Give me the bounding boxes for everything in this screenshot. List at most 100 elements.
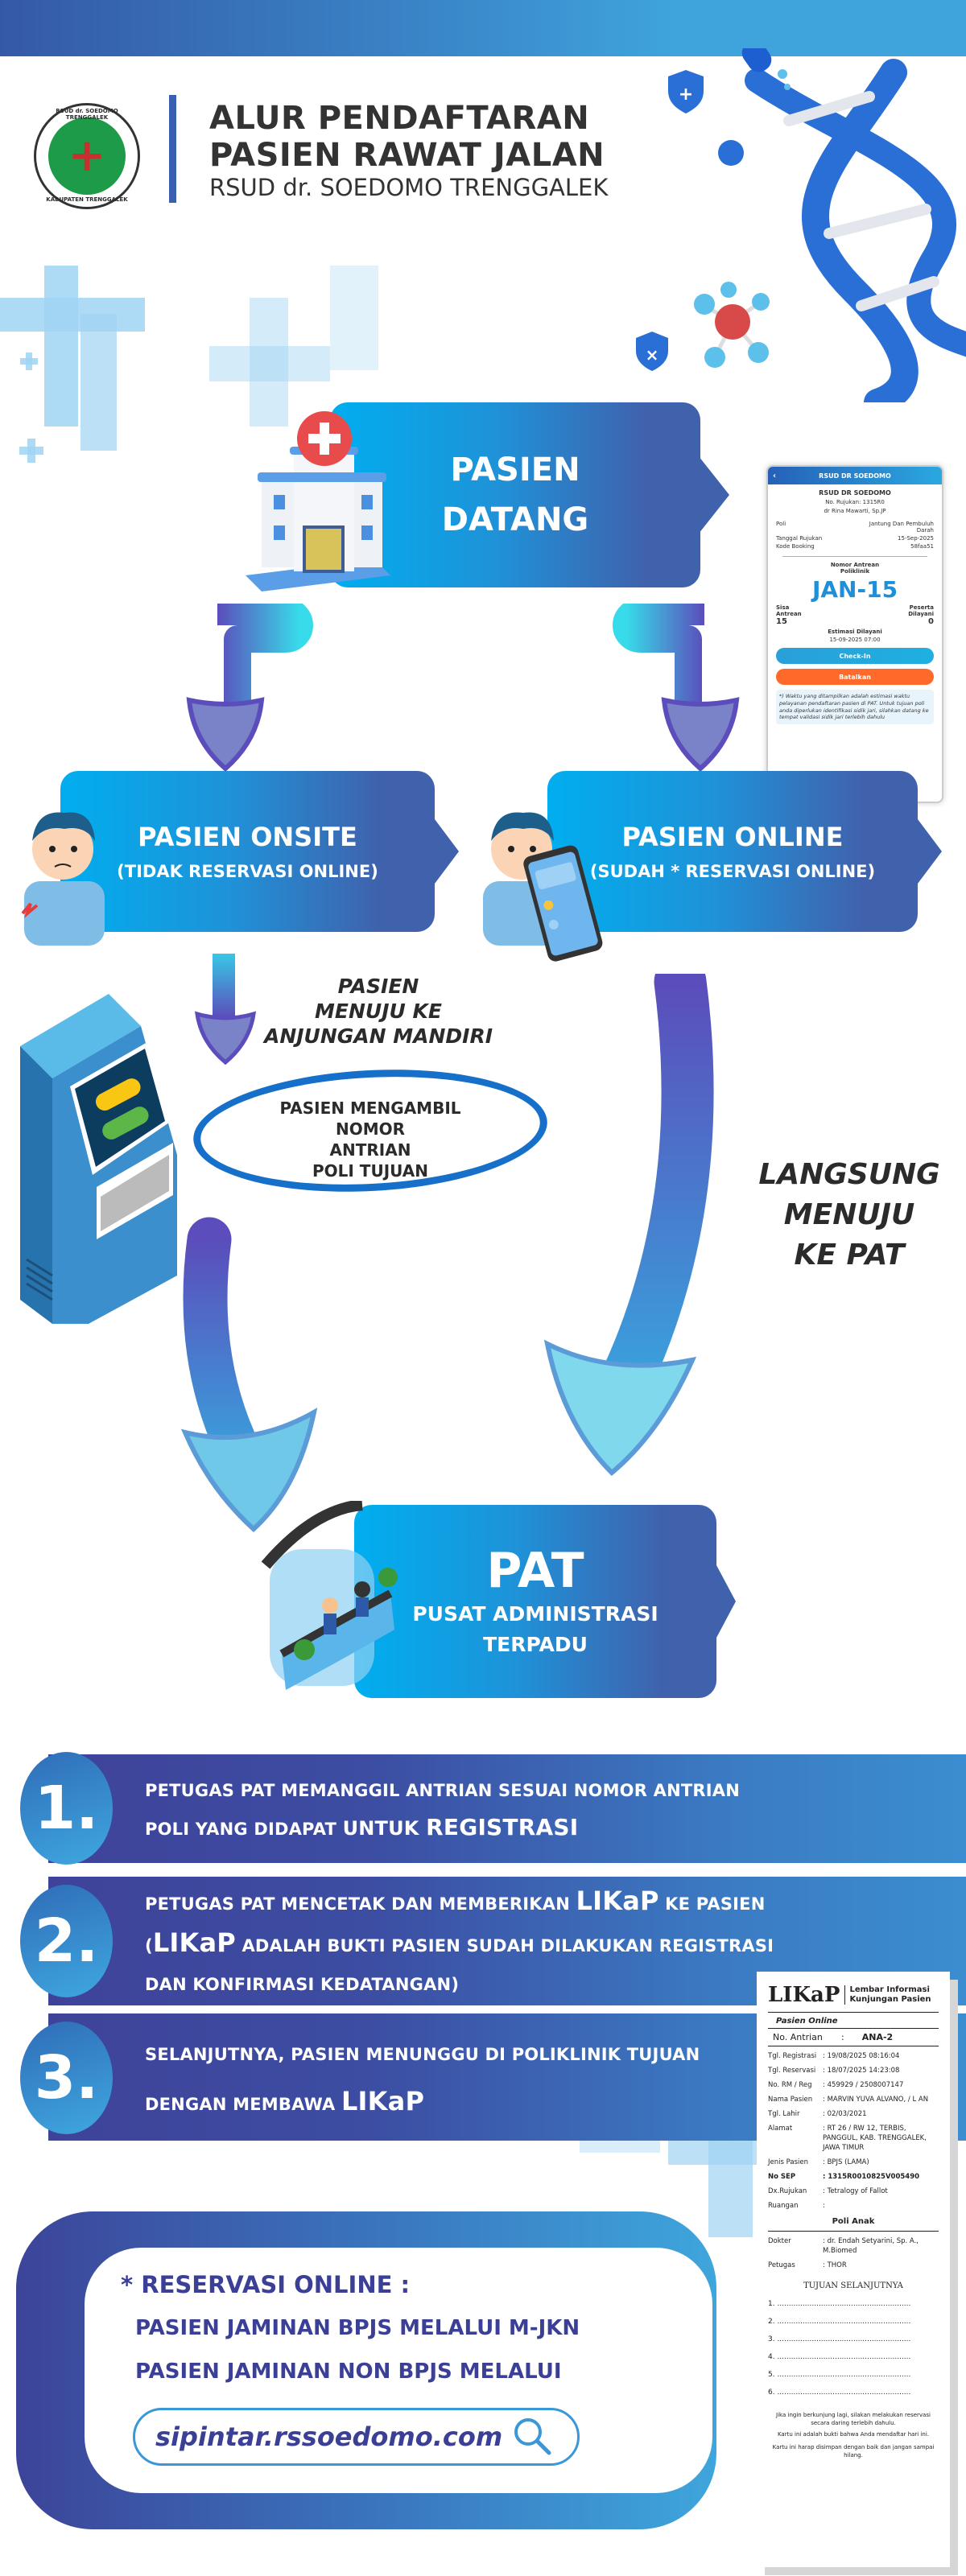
step-number: 2.	[20, 1885, 113, 1997]
likap-field-label: Tgl. Lahir	[768, 2110, 800, 2118]
estimasi-value: 15-09-2025 07:00	[829, 637, 881, 643]
step-2-paren: (	[145, 1936, 153, 1956]
sisa-value: 15	[776, 617, 787, 626]
shield-icon: ×	[636, 332, 668, 371]
likap-subtitle1: Lembar Informasi	[849, 1985, 930, 1994]
cancel-button[interactable]: Batalkan	[776, 669, 934, 685]
step-1-line1: PETUGAS PAT MEMANGGIL ANTRIAN SESUAI NOM…	[145, 1781, 740, 1800]
likap-patient-type: Pasien Online	[768, 2013, 939, 2029]
patient-arrives-card: PASIEN DATANG	[330, 402, 729, 587]
app-rujukan: No. Rujukan: 1315R0	[825, 499, 885, 505]
app-header: ‹ RSUD DR SOEDOMO	[768, 467, 942, 484]
likap-field-value: : 1315R0010825V005490	[823, 2173, 920, 2181]
step-2-line2c: ADALAH BUKTI PASIEN SUDAH DILAKUKAN REGI…	[235, 1936, 774, 1956]
direct-to-pat-text: LANGSUNG MENUJU KE PAT	[741, 1155, 958, 1276]
likap-footer2: Kartu ini adalah bukti bahwa Anda mendaf…	[777, 2431, 930, 2438]
check-in-label: Check-In	[839, 652, 871, 660]
estimasi-label: Estimasi Dilayani	[828, 629, 882, 635]
title-divider	[169, 95, 176, 203]
logo-emblem: +	[48, 117, 126, 195]
likap-field-value: : 459929 / 2508007147	[823, 2081, 904, 2089]
step-1-text: PETUGAS PAT MEMANGGIL ANTRIAN SESUAI NOM…	[145, 1772, 740, 1848]
go-to-kiosk-line2: MENUJU KE	[315, 999, 442, 1023]
dna-rung	[856, 276, 939, 311]
logo-ring-top: RSUD dr. SOEDOMO TRENGGALEK	[56, 108, 118, 121]
likap-field-label: Alamat	[768, 2125, 793, 2133]
pat-card: PAT PUSAT ADMINISTRASI TERPADU	[354, 1505, 736, 1698]
online-curved-arrowhead	[543, 1339, 697, 1477]
onsite-subtitle: (TIDAK RESERVASI ONLINE)	[117, 862, 378, 881]
likap-highlight: LIKaP	[152, 1927, 236, 1958]
hospital-building-icon	[246, 411, 390, 591]
svg-text:×: ×	[646, 345, 659, 365]
reception-desk-illustration	[261, 1501, 398, 1690]
likap-field-label: No SEP	[768, 2173, 796, 2181]
likap-destination-line: 4. .....................................…	[768, 2353, 911, 2361]
likap-fields2: Dokter: dr. Endah Setyarini, Sp. A., M.B…	[768, 2236, 939, 2270]
capsule-icon	[741, 48, 791, 90]
arrow-to-kiosk	[194, 954, 257, 1065]
likap-field-label: Tgl. Reservasi	[768, 2067, 816, 2075]
check-in-button[interactable]: Check-In	[776, 648, 934, 664]
page-title-line1: ALUR PENDAFTARAN	[209, 100, 590, 137]
go-to-kiosk-line3: ANJUNGAN MANDIRI	[263, 1024, 493, 1048]
likap-field-row: Petugas: THOR	[768, 2261, 939, 2270]
likap-field-value: : Tetralogy of Fallot	[823, 2187, 888, 2195]
onsite-patient-card: PASIEN ONSITE (TIDAK RESERVASI ONLINE)	[60, 771, 459, 932]
arrow-right	[613, 604, 704, 708]
likap-next-destination: TUJUAN SELANJUTNYA	[803, 2281, 903, 2290]
take-queue-line2: NOMOR	[335, 1119, 406, 1139]
likap-destination-line: 2. .....................................…	[768, 2318, 911, 2326]
step-2-text: PETUGAS PAT MENCETAK DAN MEMBERIKAN LIKa…	[145, 1882, 774, 2004]
online-curved-arrow	[601, 974, 714, 1403]
take-queue-line1: PASIEN MENGAMBIL	[279, 1098, 461, 1118]
dna-rung	[783, 91, 875, 126]
likap-field-value: : 18/07/2025 14:23:08	[823, 2067, 900, 2075]
page-subtitle: RSUD dr. SOEDOMO TRENGGALEK	[209, 174, 609, 201]
reservation-title: * RESERVASI ONLINE :	[121, 2271, 411, 2298]
likap-field-row: Tgl. Reservasi : 18/07/2025 14:23:08	[768, 2066, 939, 2075]
go-to-kiosk-line1: PASIEN	[337, 975, 419, 998]
likap-logo: LIKaP	[768, 1983, 840, 2007]
patient-arrives-line2: DATANG	[441, 501, 589, 538]
online-patient-card: PASIEN ONLINE (SUDAH * RESERVASI ONLINE)	[547, 771, 942, 932]
dna-strand-2	[745, 68, 966, 357]
self-service-kiosk-icon	[20, 994, 177, 1324]
online-subtitle: (SUDAH * RESERVASI ONLINE)	[589, 862, 876, 881]
likap-field-row: No SEP : 1315R0010825V005490	[768, 2172, 939, 2182]
search-icon[interactable]	[512, 2416, 554, 2458]
likap-field-value: : MARVIN YUVA ALVANO, / L AN	[823, 2096, 929, 2104]
likap-destination-line: 3. .....................................…	[768, 2335, 911, 2343]
peserta-label: Peserta Dilayani	[908, 604, 934, 617]
reservation-url[interactable]: sipintar.rssoedomo.com	[155, 2421, 503, 2452]
reservation-url-box[interactable]: sipintar.rssoedomo.com	[133, 2408, 580, 2466]
likap-field-row: Dx.Rujukan: Tetralogy of Fallot	[768, 2187, 939, 2196]
direct-to-pat-line2: MENUJU	[783, 1198, 915, 1231]
reservation-non-bpjs: PASIEN JAMINAN NON BPJS MELALUI	[135, 2360, 562, 2384]
likap-field-label: Ruangan	[768, 2202, 799, 2210]
online-reservation-inner	[85, 2248, 712, 2493]
likap-field-row: Jenis Pasien: BPJS (LAMA)	[768, 2158, 939, 2167]
dna-rung	[824, 204, 931, 239]
back-arrow-icon[interactable]: ‹	[773, 471, 777, 480]
card-pointer	[716, 1565, 736, 1638]
app-queue-number: JAN-15	[811, 576, 898, 603]
split-arrows	[186, 604, 740, 772]
likap-field-label: Jenis Pasien	[768, 2158, 808, 2166]
likap-queue-value: ANA-2	[861, 2032, 894, 2042]
likap-destination-line: 6. .....................................…	[768, 2388, 911, 2397]
curved-arrows-to-pat	[180, 974, 714, 1533]
onsite-title: PASIEN ONSITE	[138, 822, 357, 852]
likap-field-value: :	[823, 2202, 825, 2210]
pat-line2: TERPADU	[483, 1633, 588, 1656]
likap-field-row: Alamat: RT 26 / RW 12, TERBIS, PANGGUL, …	[768, 2124, 939, 2153]
likap-field-row: Ruangan:	[768, 2201, 939, 2211]
app-note: *) Waktu yang ditampilkan adalah estimas…	[776, 690, 934, 725]
likap-highlight: LIKaP	[576, 1886, 659, 1916]
online-title: PASIEN ONLINE	[621, 822, 844, 852]
take-queue-line4: POLI TUJUAN	[312, 1161, 428, 1181]
step-1: 1. PETUGAS PAT MEMANGGIL ANTRIAN SESUAI …	[20, 1752, 966, 1865]
mjkn-app-screenshot: ‹ RSUD DR SOEDOMO RSUD DR SOEDOMO No. Ru…	[766, 465, 943, 803]
